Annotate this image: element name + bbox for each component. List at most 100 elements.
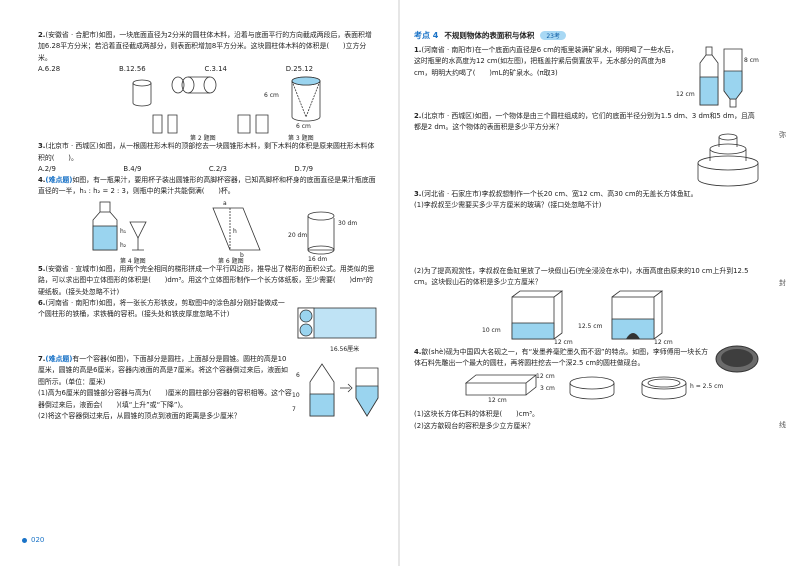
choice-a: A.6.28 [38, 65, 61, 74]
choices: A.2/9 B.4/9 C.2/3 D.7/9 [38, 165, 313, 173]
sub-question-1: (1)这块长方体石料的体积是( )cm³。 [414, 410, 539, 419]
question-text: 如图，有一瓶果汁，要用杯子装出圆锥形的高脚杯容器，已知高脚杯和杯身的底面直径是果… [38, 176, 376, 196]
question-2: 2.(安徽省 · 合肥市)如图，一块底面直径为2分米的圆柱体木料，沿着与底面平行… [38, 30, 378, 73]
caption-fig-2: 第 2 题图 [190, 135, 216, 143]
inkstone-photo [715, 345, 759, 373]
label-12cm-width: 12 cm [488, 397, 507, 405]
question-2: 2.(北京市 · 西城区)如图，一个物体是由三个圆柱组成的，它们的底面半径分别为… [414, 111, 760, 189]
label-a: a [223, 199, 227, 207]
label-6cm-height: 6 cm [264, 92, 279, 100]
question-number: 6. [38, 299, 46, 308]
sub-question-2: (2)这方歙砚台的容积是多少立方厘米？ [414, 421, 535, 430]
question-number: 3. [38, 142, 46, 151]
choice-b: B.12.56 [119, 65, 146, 74]
choice-c: C.2/3 [208, 165, 227, 174]
exam-count-badge: 23考 [540, 31, 566, 40]
question-text: (安徽省 · 合肥市)如图，一块底面直径为2分米的圆柱体木料，沿着与底面平行的方… [38, 31, 372, 62]
label-b: b [240, 251, 244, 259]
question-text: (河北省 · 石家庄市)李叔叔想制作一个长20 cm、宽12 cm、高30 cm… [421, 190, 698, 198]
difficulty-tag: (难点题) [45, 176, 73, 185]
figure-3-tanks: 10 cm 12 cm 12.5 cm 12 cm [414, 289, 760, 347]
label-12cm: 12 cm [676, 91, 695, 98]
figure-2-cylinders [132, 76, 321, 134]
question-4: 4.(难点题)如图，有一瓶果汁，要用杯子装出圆锥形的高脚杯容器，已知高脚杯和杯身… [38, 175, 378, 198]
figures-2-3: 6 cm 6 cm 第 2 题图 第 3 题图 [38, 75, 378, 143]
question-text: (河南省 · 南阳市)如图，将一张长方形铁皮，剪取图中的涂色部分刚好能做成一个圆… [38, 299, 285, 319]
question-7: 7.(难点题)有一个容器(如图)，下面部分是圆柱，上面部分是圆锥。圆柱的高是10… [38, 354, 379, 422]
figure-1-bottles [699, 46, 743, 108]
margin-char-2: 封 [779, 279, 786, 287]
question-number: 4. [38, 176, 46, 185]
label-6cm-width: 6 cm [296, 123, 311, 131]
right-page: 考点 4 不规则物体的表面积与体积 23考 1.(河南省 · 南阳市)在一个底面… [400, 0, 800, 566]
sub-question-1: (1)李叔叔至少需要买多少平方厘米的玻璃？(接口处忽略不计) [414, 201, 602, 210]
choice-b: B.4/9 [123, 165, 142, 174]
sub-question-1: (1)高为6厘米的圆锥部分容器与高为( )厘米的圆柱部分容器的容积相等。这个容器… [38, 389, 292, 409]
question-text: (河南省 · 南阳市)在一个底面内直径是6 cm的瓶里装满矿泉水，明明喝了一些水… [414, 46, 678, 77]
question-5: 5.(安徽省 · 宣城市)如图，用两个完全相同的梯形拼成一个平行四边形，推导出了… [38, 264, 378, 298]
question-4: 4.歙(shè)砚为中国四大名砚之一，有“发墨养毫贮墨久而不涸”的特点。如图，李… [414, 345, 760, 433]
label-10: 10 [292, 392, 300, 400]
question-6: 6.(河南省 · 南阳市)如图，将一张长方形铁皮，剪取图中的涂色部分刚好能做成一… [38, 298, 378, 354]
figure-7-container [309, 363, 379, 417]
question-number: 2. [38, 31, 46, 39]
label-h: h [233, 227, 237, 235]
question-text: 歙(shè)砚为中国四大名砚之一，有“发墨养毫贮墨久而不涸”的特点。如图，李师傅… [414, 347, 708, 368]
figure-2-stacked-cylinders [697, 133, 759, 187]
question-number: 3. [414, 190, 422, 198]
choice-d: D.7/9 [294, 165, 313, 174]
label-16-56cm: 16.56厘米 [330, 346, 360, 354]
caption-fig-4: 第 4 题图 [120, 257, 146, 265]
section-number: 考点 4 [414, 31, 439, 40]
question-text: 有一个容器(如图)，下面部分是圆柱，上面部分是圆锥。圆柱的高是10厘米，圆锥的高… [38, 355, 288, 386]
label-12cm-a: 12 cm [554, 338, 573, 346]
question-1: 1.(河南省 · 南阳市)在一个底面内直径是6 cm的瓶里装满矿泉水，明明喝了一… [414, 45, 760, 111]
question-number: 2. [414, 112, 422, 120]
label-depth: h = 2.5 cm [690, 383, 724, 391]
spine [398, 0, 400, 566]
question-text: (北京市 · 西城区)如图，一个物体是由三个圆柱组成的，它们的底面半径分别为1.… [414, 112, 755, 132]
section-header: 考点 4 不规则物体的表面积与体积 23考 [414, 30, 760, 41]
question-number: 5. [38, 264, 46, 273]
figure-3-aquariums [511, 290, 664, 340]
question-number: 7. [38, 355, 46, 364]
difficulty-tag: (难点题) [45, 355, 73, 364]
question-text: (北京市 · 西城区)如图，从一根圆柱形木料的顶部挖去一块圆锥形木料，剩下木料的… [38, 142, 375, 162]
section-title: 不规则物体的表面积与体积 [444, 31, 535, 40]
caption-fig-3: 第 3 题图 [288, 135, 314, 143]
label-20dm: 20 dm [288, 231, 308, 239]
choice-d: D.25.12 [285, 65, 313, 74]
label-3cm: 3 cm [540, 385, 555, 393]
question-3: 3.(北京市 · 西城区)如图，从一根圆柱形木料的顶部挖去一块圆锥形木料，剩下木… [38, 141, 378, 173]
label-10cm: 10 cm [482, 326, 501, 334]
label-12-5cm: 12.5 cm [578, 322, 603, 330]
choice-a: A.2/9 [38, 165, 56, 174]
left-page: 2.(安徽省 · 合肥市)如图，一块底面直径为2分米的圆柱体木料，沿着与底面平行… [22, 30, 379, 544]
label-16dm: 16 dm [308, 255, 328, 263]
label-30dm: 30 dm [338, 219, 358, 227]
margin-char-1: 弥 [779, 131, 786, 139]
label-12cm-length: 12 cm [536, 373, 555, 381]
page-number: 020 [22, 536, 44, 544]
label-h2: h₂ [120, 241, 127, 249]
sub-question-2: (2)将这个容器倒过来后，从圆锥的顶点到液面的距离是多少厘米？ [38, 412, 241, 421]
sub-question-2: (2)为了提高观赏性，李叔叔在鱼缸里放了一块假山石(完全浸没在水中)，水面高度由… [414, 266, 749, 287]
label-7: 7 [292, 406, 296, 414]
choices: A.6.28 B.12.56 C.3.14 D.25.12 [38, 65, 313, 73]
figure-4-stone: 12 cm 3 cm 12 cm h = 2.5 cm [414, 369, 760, 409]
question-3: 3.(河北省 · 石家庄市)李叔叔想制作一个长20 cm、宽12 cm、高30 … [414, 189, 760, 289]
question-number: 1. [414, 46, 422, 54]
figures-4-6: h₁ h₂ a h b 20 dm 30 dm 16 dm 第 4 题图 第 6… [38, 198, 378, 265]
margin-char-3: 线 [779, 421, 786, 429]
question-text: (安徽省 · 宣城市)如图，用两个完全相同的梯形拼成一个平行四边形，推导出了梯形… [38, 264, 375, 296]
figure-6-sheet [297, 307, 377, 339]
label-h1: h₁ [120, 227, 127, 235]
figure-4-6-shapes [92, 201, 335, 255]
caption-fig-6: 第 6 题图 [218, 257, 244, 265]
label-6: 6 [296, 372, 300, 380]
choice-c: C.3.14 [204, 65, 227, 74]
label-12cm-b: 12 cm [654, 338, 673, 346]
question-number: 4. [414, 347, 422, 356]
figure-4-shapes [464, 375, 687, 400]
label-8cm: 8 cm [744, 57, 759, 64]
